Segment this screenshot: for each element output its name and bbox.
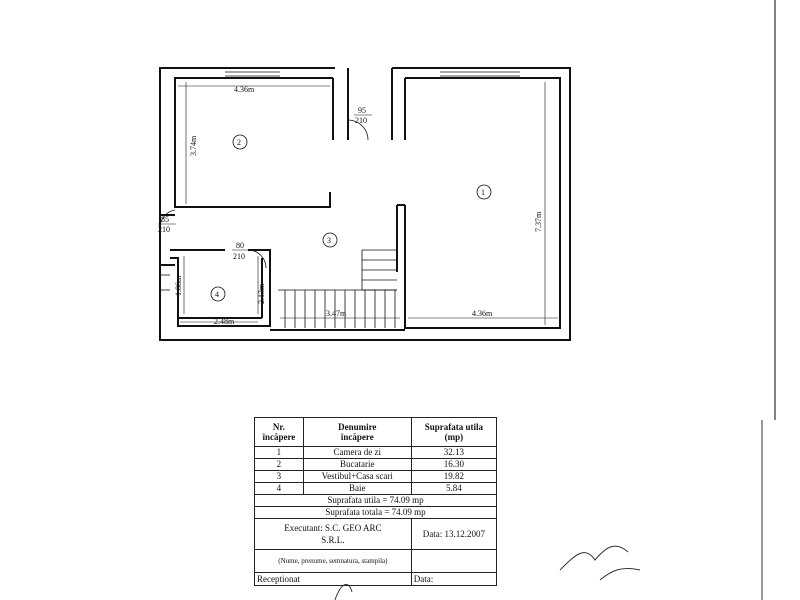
col-header-nr: Nr. încăpere — [254, 417, 304, 447]
table-row: 2 Bucatarie 16.30 — [254, 458, 498, 471]
useful-total: Suprafata utila = 74.09 mp — [254, 494, 497, 507]
door-swings — [159, 119, 369, 269]
signature-blank — [410, 549, 498, 573]
room3-width-label: 3.47m — [326, 309, 347, 318]
door3-width: 80 — [236, 241, 244, 250]
dimension-lines — [178, 82, 558, 325]
door1-height: 210 — [355, 116, 367, 125]
room1-height-label: 7.37m — [534, 211, 543, 232]
signature-mark — [334, 583, 353, 600]
gross-total-row: Suprafata totala = 74.09 mp — [254, 506, 497, 519]
door2-height: 210 — [158, 225, 170, 234]
row-area: 16.30 — [410, 458, 498, 471]
row-name: Vestibul+Casa scari — [302, 470, 412, 483]
receptioner-date: Data: — [410, 572, 498, 586]
signature-row: (Nume, prenume, semnatura, stampila) — [254, 549, 498, 573]
row-area: 5.84 — [410, 482, 498, 495]
room2-height-label: 3.74m — [189, 135, 198, 156]
receptioner-row: Receptionat Data: — [254, 572, 498, 586]
row-area: 19.82 — [410, 470, 498, 483]
signature-mark — [559, 545, 641, 581]
row-nr: 3 — [254, 470, 304, 483]
stairs — [278, 249, 397, 328]
executant-row: Executant: S.C. GEO ARC S.R.L. Data: 13.… — [254, 518, 498, 550]
table-row: 1 Camera de zi 32.13 — [254, 446, 498, 459]
windows — [160, 67, 520, 291]
room4-height-label: 2.13m — [257, 283, 266, 304]
row-nr: 1 — [254, 446, 304, 459]
useful-total-row: Suprafata utila = 74.09 mp — [254, 494, 497, 507]
executant-cell: Executant: S.C. GEO ARC S.R.L. — [254, 518, 412, 550]
room-number-2: 2 — [237, 138, 241, 147]
table-row: 3 Vestibul+Casa scari 19.82 — [254, 470, 498, 483]
room-legend-table: Nr. încăpere Denumire încăpere Suprafata… — [254, 417, 498, 586]
row-nr: 4 — [254, 482, 304, 495]
door2-width: 85 — [161, 215, 169, 224]
col-header-name: Denumire încăpere — [302, 417, 412, 447]
room-number-4: 4 — [215, 290, 219, 299]
door3-height: 210 — [233, 252, 245, 261]
row-nr: 2 — [254, 458, 304, 471]
door1-width: 95 — [358, 106, 366, 115]
executant-date: Data: 13.12.2007 — [410, 518, 498, 550]
table-row: 4 Baie 5.84 — [254, 482, 498, 495]
room4-width-label: 2.48m — [214, 317, 235, 326]
receptioner-cell: Receptionat — [254, 572, 412, 586]
row-name: Camera de zi — [302, 446, 412, 459]
row-area: 32.13 — [410, 446, 498, 459]
room2-width-label: 4.36m — [234, 85, 255, 94]
room-number-3: 3 — [327, 236, 331, 245]
signature-note: (Nume, prenume, semnatura, stampila) — [254, 549, 412, 573]
row-name: Baie — [302, 482, 412, 495]
room1-width-label: 4.36m — [472, 309, 493, 318]
col-header-area: Suprafata utila (mp) — [410, 417, 498, 447]
gross-total: Suprafata totala = 74.09 mp — [254, 506, 497, 519]
legend-header-row: Nr. încăpere Denumire încăpere Suprafata… — [254, 417, 498, 447]
room-number-1: 1 — [481, 188, 485, 197]
room-circles — [210, 134, 492, 302]
room4-height-left-label: 1.86m — [174, 275, 183, 296]
executant-line2: S.R.L. — [321, 535, 345, 545]
row-name: Bucatarie — [302, 458, 412, 471]
executant-line1: Executant: S.C. GEO ARC — [284, 523, 382, 533]
